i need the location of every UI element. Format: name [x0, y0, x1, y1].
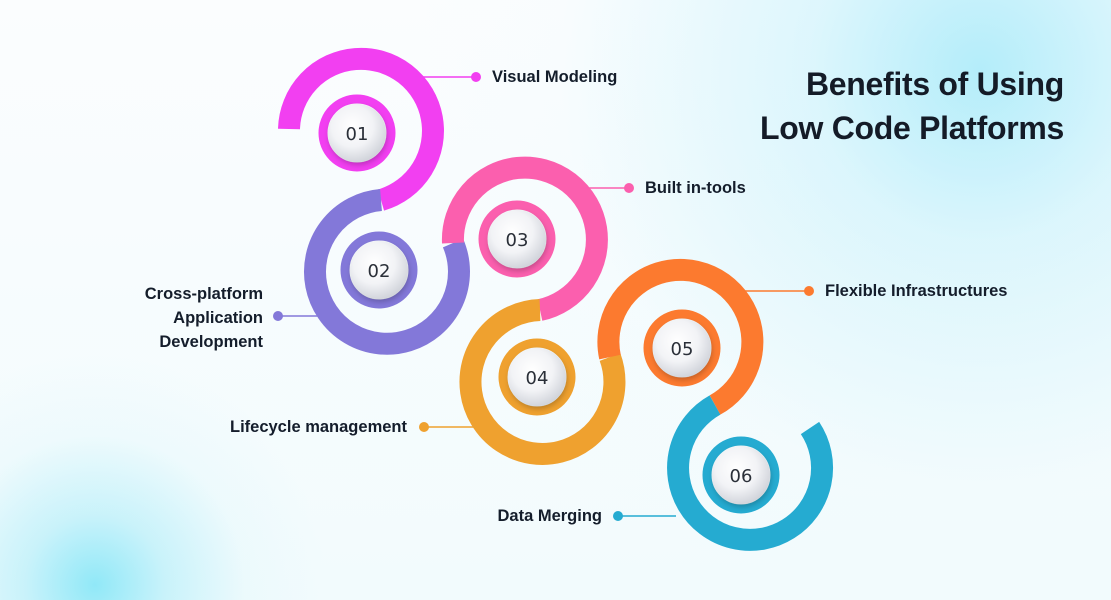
- node-04: 04: [498, 338, 576, 416]
- label-cross-platform-line-1: Cross-platform: [144, 285, 263, 303]
- node-06: 06: [702, 436, 780, 514]
- arc-03: [441, 156, 608, 321]
- connector-06: [613, 511, 676, 521]
- number-01: 01: [346, 124, 369, 145]
- label-data-merging: Data Merging: [497, 507, 602, 525]
- ring-01: [318, 94, 396, 172]
- ring-03: [478, 200, 556, 278]
- title-line-1: Benefits of Using: [805, 66, 1064, 102]
- spiral-arcs: [278, 47, 834, 551]
- label-cross-platform-line-2: Application: [173, 309, 263, 327]
- page-title: Benefits of Using Low Code Platforms: [760, 62, 1064, 150]
- label-built-in-tools: Built in-tools: [645, 179, 746, 197]
- label-lifecycle-management: Lifecycle management: [230, 418, 407, 436]
- title-line-2: Low Code Platforms: [760, 110, 1064, 146]
- disc-02: [350, 241, 408, 299]
- connector-03: [580, 183, 634, 193]
- label-visual-modeling: Visual Modeling: [492, 68, 618, 86]
- ring-04: [498, 338, 576, 416]
- connector-04: [419, 422, 478, 432]
- ring-06: [702, 436, 780, 514]
- node-05: 05: [643, 309, 721, 387]
- label-cross-platform-line-3: Development: [159, 333, 263, 351]
- ring-02: [340, 231, 418, 309]
- node-03: 03: [478, 200, 556, 278]
- connector-05: [740, 286, 814, 296]
- connector-01: [420, 72, 481, 82]
- connector-02: [273, 311, 328, 321]
- arc-02: [304, 189, 470, 355]
- number-06: 06: [730, 466, 753, 487]
- arc-01: [278, 47, 444, 211]
- arc-04: [459, 299, 626, 465]
- arc-05: [597, 258, 764, 415]
- label-cross-platform: Cross-platform Application Development: [145, 282, 263, 354]
- disc-05: [653, 319, 711, 377]
- disc-03: [488, 210, 546, 268]
- number-05: 05: [671, 339, 694, 360]
- arc-06: [667, 395, 834, 551]
- number-03: 03: [506, 230, 529, 251]
- label-flexible-infrastructures: Flexible Infrastructures: [825, 282, 1008, 300]
- disc-04: [508, 348, 566, 406]
- disc-06: [712, 446, 770, 504]
- node-01: 01: [318, 94, 396, 172]
- number-02: 02: [368, 261, 391, 282]
- disc-01: [328, 104, 386, 162]
- connectors: [273, 72, 814, 521]
- number-04: 04: [526, 368, 549, 389]
- node-02: 02: [340, 231, 418, 309]
- ring-05: [643, 309, 721, 387]
